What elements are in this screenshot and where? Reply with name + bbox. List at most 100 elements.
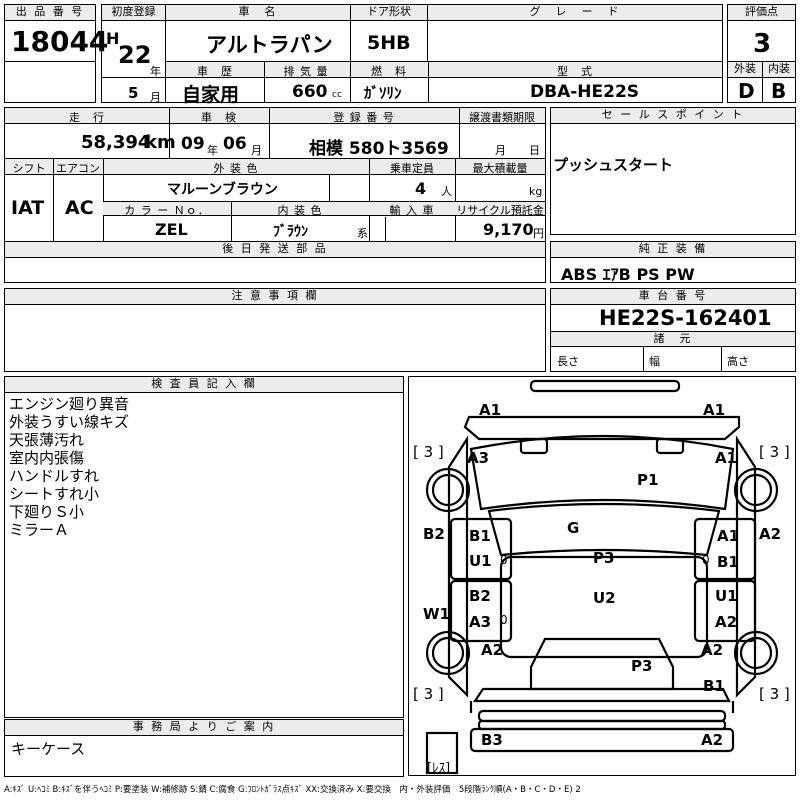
sales-point: プッシュスタート (553, 156, 674, 174)
divider (459, 108, 460, 158)
max-load-unit: kg (529, 185, 543, 198)
inspection-month-unit: 月 (251, 144, 262, 157)
mileage-row-header (5, 108, 545, 124)
interior-color: ﾌﾞﾗｳﾝ (273, 224, 308, 240)
damage-mark: A3 (467, 449, 490, 467)
equipment-grid: シフト エアコン 外 装 色 乗車定員 最大積載量 IAT AC マルーンブラウ… (4, 158, 546, 242)
damage-mark: W1 (423, 605, 450, 623)
spare-tyre: [ﾚｽ] (427, 761, 451, 776)
tyre-front-right: [ 3 ] (759, 443, 790, 461)
history-label: 車 歴 (197, 65, 233, 78)
divider (169, 108, 170, 158)
damage-mark: 0 (500, 553, 508, 567)
color-subheader (103, 202, 545, 216)
max-load-label: 最大積載量 (472, 162, 528, 175)
door-type: 5HB (367, 32, 411, 54)
inspection-month: 06 (223, 134, 247, 154)
transfer-month-unit: 月 (495, 144, 506, 157)
inspector-note: エンジン廻り異音 (9, 395, 130, 413)
damage-mark: A1 (715, 449, 738, 467)
divider (53, 159, 54, 241)
model-label: 型 式 (557, 65, 593, 78)
damage-mark: A2 (481, 641, 504, 659)
capacity-unit: 人 (441, 185, 452, 198)
damage-mark: A1 (717, 527, 740, 545)
divider (231, 201, 232, 241)
inspector-box: 検 査 員 記 入 欄 エンジン廻り異音 外装うすい線キズ 天張薄汚れ 室内内張… (4, 376, 404, 718)
color-number-label: カ ラ ー Ｎｏ． (124, 204, 210, 217)
office-label: 事 務 局 よ り ご 案 内 (5, 720, 403, 736)
chassis-label: 車 台 番 号 (551, 289, 795, 305)
door-box: ドア形状 5HB (350, 4, 428, 62)
inspector-note: 天張薄汚れ (9, 431, 85, 449)
tyre-front-left: [ 3 ] (413, 443, 444, 461)
transfer-day-unit: 日 (529, 144, 540, 157)
inspector-note: 下廻りＳ小 (9, 503, 85, 521)
notes-label: 注 意 事 項 欄 (5, 289, 545, 305)
transfer-label: 譲渡書類期限 (469, 111, 535, 124)
office-note: キーケース (11, 740, 86, 758)
damage-mark: A2 (715, 613, 738, 631)
damage-mark: U1 (715, 587, 738, 605)
genuine-equipment: ABS ｴｱB PS PW (561, 265, 695, 284)
score-label: 評価点 (728, 5, 795, 21)
divider (269, 108, 270, 158)
displacement-label: 排 気 量 (283, 65, 329, 78)
model: DBA-HE22S (530, 82, 640, 102)
divider (103, 159, 104, 241)
damage-mark: B2 (469, 587, 491, 605)
car-name-box: 車 名 アルトラパン (165, 4, 351, 62)
damage-mark: P1 (637, 471, 659, 489)
air-conditioner: AC (65, 197, 94, 219)
damage-mark: P3 (631, 657, 653, 675)
later-parts-label: 後 日 発 送 部 品 (5, 242, 545, 258)
recycle-unit: 円 (533, 227, 544, 240)
color-number: ZEL (155, 220, 188, 239)
damage-mark: G (567, 519, 580, 537)
inspection-label: 車 検 (201, 111, 237, 124)
capacity-label: 乗車定員 (390, 162, 434, 175)
office-box: 事 務 局 よ り ご 案 内 キーケース (4, 719, 404, 777)
mileage: 58,394 (81, 132, 151, 153)
recycle-fee: 9,170 (483, 220, 534, 239)
divider (428, 62, 429, 102)
damage-mark: B3 (481, 731, 503, 749)
registration-month: 5 (128, 84, 139, 102)
width-label: 幅 (649, 355, 660, 368)
capacity: 4 (415, 179, 427, 198)
interior-label: 内装 (763, 62, 795, 78)
divider (369, 159, 370, 241)
import-label: 輸 入 車 (389, 204, 435, 217)
car-diagram: [ 3 ] [ 3 ] [ 3 ] [ 3 ] [ﾚｽ] A1 A1 A3 A1… (408, 376, 796, 776)
inspector-note: ミラーＡ (9, 521, 70, 539)
genuine-equipment-label: 純 正 装 備 (551, 242, 795, 258)
equipment-grid-header (5, 159, 545, 175)
inspector-note: 室内内張傷 (9, 449, 85, 467)
divider (721, 347, 722, 371)
plate-number: 相模 580ト3569 (309, 139, 449, 159)
damage-mark: B1 (703, 677, 725, 695)
exterior-color-label: 外 装 色 (213, 162, 259, 175)
damage-mark: A2 (701, 641, 724, 659)
exterior-box: 外装 D (727, 61, 763, 103)
history-row-header (166, 62, 722, 78)
score: 3 (753, 29, 772, 59)
lot-number-box: 出 品 番 号 18044 (4, 4, 108, 62)
divider (103, 201, 545, 202)
damage-mark: 0 (500, 613, 508, 627)
lot-number: 18044 (11, 25, 109, 58)
inspector-note: ハンドルすれ (9, 467, 100, 485)
lot-blank-box (4, 61, 96, 103)
fuel-label: 燃 料 (371, 65, 407, 78)
shift: IAT (11, 197, 45, 219)
divider (264, 62, 265, 102)
damage-mark: A2 (701, 731, 724, 749)
sales-point-box: セ ー ル ス ポ イ ン ト プッシュスタート (550, 107, 796, 235)
damage-mark: B1 (717, 553, 739, 571)
score-box: 評価点 3 (727, 4, 796, 62)
door-label: ドア形状 (351, 5, 427, 21)
height-label: 高さ (727, 355, 749, 368)
damage-mark: A1 (703, 401, 726, 419)
damage-mark: B1 (469, 527, 491, 545)
exterior-grade: D (738, 79, 755, 103)
